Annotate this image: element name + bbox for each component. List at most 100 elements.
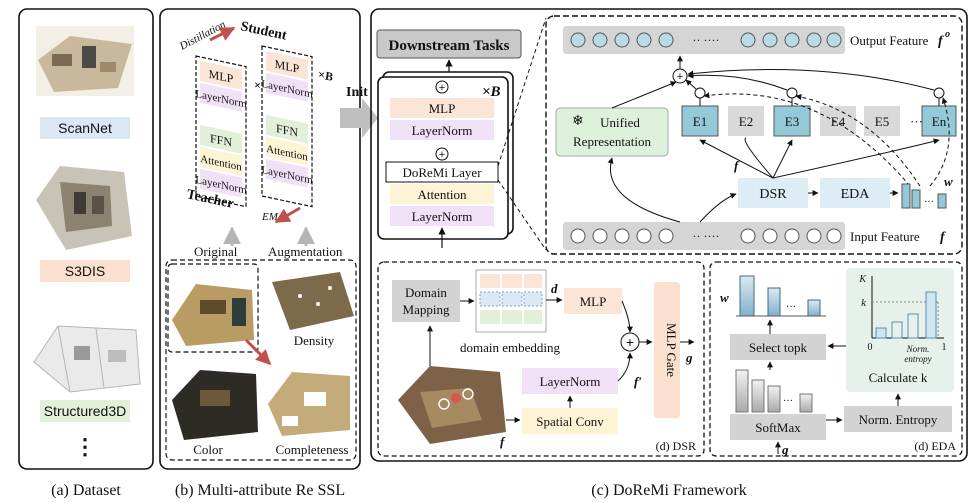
domain-embedding-grid — [479, 274, 543, 324]
init-arrow — [340, 98, 378, 138]
weight-to-en — [929, 97, 950, 187]
density-label: Density — [294, 333, 335, 348]
detail-add-glyph: + — [677, 71, 683, 83]
input-feature-tokens — [570, 228, 842, 244]
gate-mult-en — [933, 87, 945, 99]
en-to-add — [687, 69, 935, 91]
domain-mapping-box — [392, 280, 460, 322]
color-scene — [172, 370, 258, 440]
input-feature-label: Input Feature — [850, 229, 920, 244]
spatial-conv-box — [522, 408, 618, 434]
eda-panel-label: (d) EDA — [914, 439, 956, 453]
dataset-tag-s3dis — [40, 260, 130, 282]
dataset-label-s3dis: S3DIS — [65, 263, 105, 279]
norm-entropy-box — [844, 406, 952, 432]
snowflake-icon: ❄ — [572, 112, 584, 128]
expert-e3-label: E3 — [785, 114, 799, 129]
encoder-add-mid-glyph: + — [439, 149, 445, 161]
output-feature-bar — [563, 26, 845, 54]
s3dis-thumbnail — [36, 166, 132, 250]
student-label: Student — [239, 19, 288, 43]
weight-to-e3 — [795, 94, 921, 187]
encoder-attention-label: Attention — [417, 187, 467, 202]
expert-e4-label: E4 — [831, 114, 846, 129]
panel-b-frame — [159, 8, 361, 470]
dsr-to-en — [772, 138, 940, 179]
panel-a-frame — [18, 8, 154, 470]
augment-arrow — [244, 338, 272, 366]
structured3d-thumbnail — [33, 325, 141, 393]
dsr-layernorm-label: LayerNorm — [540, 374, 601, 389]
input-feature-dots: ·· ···· — [693, 229, 720, 243]
expert-e5 — [864, 106, 900, 136]
student-ffn: FFN — [276, 121, 298, 140]
caption-a: (a) Dataset — [51, 482, 121, 499]
layernorm-to-add — [617, 352, 633, 382]
input-to-unified — [607, 157, 681, 223]
caption-b: (b) Multi-attribute Re SSL — [175, 482, 345, 499]
dsr-mlp-box — [564, 288, 622, 314]
eda-g-symbol: g — [781, 442, 789, 457]
softmax-label: SoftMax — [755, 420, 801, 435]
scannet-thumbnail — [36, 26, 134, 96]
domain-mapping-label-2: Mapping — [403, 302, 450, 317]
output-feature-tokens — [570, 32, 842, 48]
output-feature-symbol: f — [938, 34, 944, 49]
gate-mult-e3 — [786, 87, 798, 99]
mlp-to-add — [621, 300, 633, 333]
weight-mini-dots: ··· — [924, 197, 934, 208]
select-topk-label: Select topk — [749, 340, 808, 355]
k-axis-lower: k — [861, 297, 867, 309]
weight-to-e1 — [703, 92, 911, 187]
color-label: Color — [193, 442, 223, 457]
eda-box — [820, 178, 890, 208]
eda-w-symbol: w — [720, 290, 729, 305]
completeness-label: Completeness — [276, 442, 349, 457]
output-feature-dots: ·· ···· — [693, 33, 720, 47]
expert-dots: ··· — [910, 114, 923, 129]
panel-c-frame — [370, 8, 968, 462]
dsr-layernorm-box — [522, 368, 618, 394]
encoder-mlp-block — [390, 98, 494, 118]
teacher-ffn: FFN — [210, 131, 232, 150]
dataset-label-scannet: ScanNet — [58, 120, 112, 136]
k-step-bars — [875, 291, 937, 339]
encoder-layernorm-label-2: LayerNorm — [412, 209, 473, 224]
domain-mapping-label-1: Domain — [405, 285, 447, 300]
original-scene — [172, 284, 254, 346]
original-label: Original — [194, 244, 238, 259]
encoder-attention-block — [390, 184, 494, 204]
unified-to-add-arrow — [611, 81, 677, 109]
weight-mini-w: w — [944, 174, 953, 189]
teacher-stack: MLP LayerNorm FFN Attention LayerNorm ×B — [195, 55, 269, 208]
dsr-add-glyph: + — [626, 334, 634, 350]
encoder-add-top — [435, 80, 449, 94]
calculate-k-label: Calculate k — [869, 370, 928, 385]
expert-en-label: En — [932, 114, 947, 129]
doremi-detail-box — [545, 15, 963, 255]
d-symbol: d — [551, 281, 558, 296]
unified-label-1: Unified — [600, 115, 640, 130]
f-symbol-dsr: f — [500, 434, 506, 449]
student-mlp: MLP — [275, 57, 300, 76]
output-feature-label: Output Feature — [850, 33, 929, 48]
ema-label: EMA — [261, 211, 285, 223]
mlp-gate-label: MLP Gate — [664, 323, 679, 377]
dataset-tag-structured3d — [40, 400, 130, 422]
unified-label-2: Representation — [573, 134, 651, 149]
expert-e2-label: E2 — [739, 114, 753, 129]
init-label: Init — [346, 85, 368, 100]
input-feature-symbol: f — [940, 230, 946, 245]
encoder-layernorm-block-2 — [390, 206, 494, 226]
completeness-scene — [268, 372, 350, 436]
encoder-repeat: ×B — [482, 84, 501, 100]
zoom-guide-bottom — [497, 179, 547, 251]
original-scene-box — [167, 263, 259, 353]
spatial-conv-label: Spatial Conv — [536, 414, 604, 429]
downstream-tasks-box — [376, 29, 522, 59]
dataset-tag-scannet — [40, 117, 130, 139]
encoder-layernorm-block-1 — [390, 120, 494, 140]
dsr-to-e3 — [772, 139, 793, 179]
softmax-box — [730, 414, 826, 440]
